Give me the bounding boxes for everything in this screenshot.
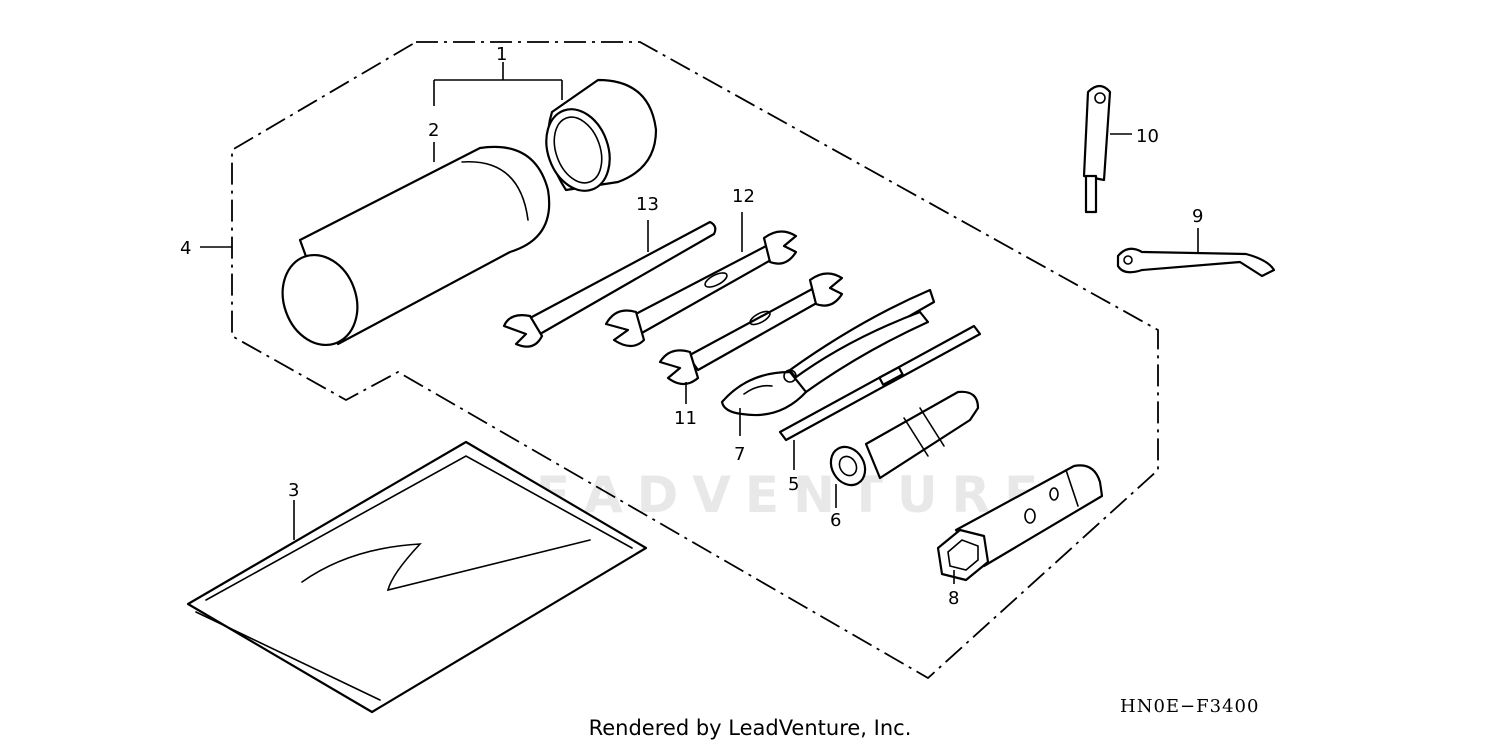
callout-11: 11 xyxy=(674,408,697,429)
screwdriver-shaft xyxy=(778,324,982,442)
callout-7: 7 xyxy=(734,444,745,465)
wrench-12 xyxy=(604,230,798,348)
box-socket-wrench xyxy=(936,464,1104,582)
callout-3: 3 xyxy=(288,480,299,501)
callout-13: 13 xyxy=(636,194,659,215)
screwdriver-handle xyxy=(829,390,980,487)
owners-manual-bag xyxy=(186,440,648,714)
footer-credit: Rendered by LeadVenture, Inc. xyxy=(0,716,1500,740)
callout-9: 9 xyxy=(1192,206,1203,227)
callout-8: 8 xyxy=(948,588,959,609)
leader-lines xyxy=(200,62,1199,584)
footer-text: Rendered by LeadVenture, Inc. xyxy=(588,716,912,740)
tool-case-cap xyxy=(545,78,658,192)
tool-kit-boundary xyxy=(231,41,1159,680)
callout-1: 1 xyxy=(496,44,507,65)
handle-tool xyxy=(1082,84,1112,214)
tool-case-body xyxy=(281,145,551,347)
callout-12: 12 xyxy=(732,186,755,207)
callout-6: 6 xyxy=(830,510,841,531)
hook-wrench xyxy=(1116,247,1276,278)
pliers xyxy=(720,288,936,417)
callout-10: 10 xyxy=(1136,126,1159,147)
wrench-11 xyxy=(658,272,844,386)
callout-4: 4 xyxy=(180,238,191,259)
callout-5: 5 xyxy=(788,474,799,495)
callout-2: 2 xyxy=(428,120,439,141)
wrench-13 xyxy=(502,220,717,348)
callout-numbers: 1 2 3 4 5 6 7 8 9 10 11 12 13 xyxy=(180,44,1203,609)
drawing-code: HN0E−F3400 xyxy=(1120,696,1260,717)
